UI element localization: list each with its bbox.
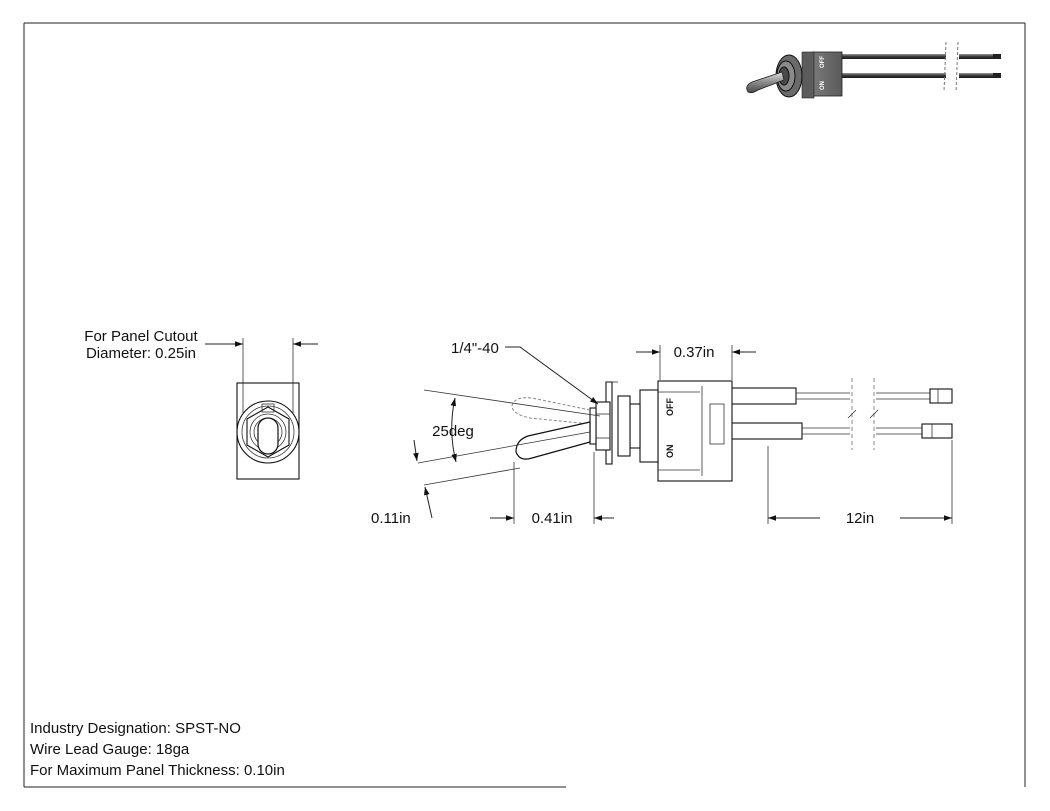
spec-notes: Industry Designation: SPST-NO Wire Lead … bbox=[30, 720, 285, 779]
front-view bbox=[205, 338, 318, 480]
iso-on-label: ON bbox=[820, 81, 826, 90]
angle-label: 25deg bbox=[432, 423, 474, 440]
panel-cutout-label-line2: Diameter: 0.25in bbox=[86, 345, 196, 362]
lever-diameter-label: 0.11in bbox=[371, 510, 411, 527]
iso-thumbnail: OFF ON bbox=[746, 41, 1001, 99]
sheet-frame bbox=[23, 22, 1026, 788]
iso-off-label: OFF bbox=[820, 56, 826, 68]
body-width-label: 0.37in bbox=[674, 344, 715, 361]
spec-panel-thickness: For Maximum Panel Thickness: 0.10in bbox=[30, 762, 285, 779]
spec-wire-gauge: Wire Lead Gauge: 18ga bbox=[30, 741, 190, 758]
lead-length-label: 12in bbox=[846, 510, 874, 527]
side-on-label: ON bbox=[665, 445, 675, 459]
side-view bbox=[413, 345, 953, 524]
side-off-label: OFF bbox=[665, 398, 675, 416]
spec-designation: Industry Designation: SPST-NO bbox=[30, 720, 241, 737]
panel-cutout-label-line1: For Panel Cutout bbox=[84, 328, 198, 345]
lever-length-label: 0.41in bbox=[532, 510, 573, 527]
thread-label: 1/4"-40 bbox=[451, 340, 499, 357]
